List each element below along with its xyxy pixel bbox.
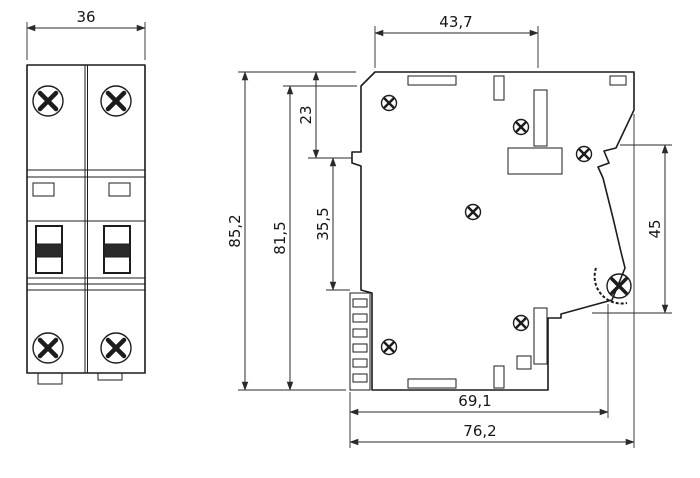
toggle-lever-left: [35, 225, 63, 274]
dim-label-front-width: 36: [76, 8, 95, 26]
terminal-screw-top-left: [32, 85, 64, 117]
dim-rail-offset-top: 23: [297, 71, 352, 159]
dim-label-rail-span: 35,5: [314, 207, 332, 240]
side-window: [507, 147, 563, 175]
dim-front-width: 36: [26, 8, 146, 60]
terminal-screw-top-right: [100, 85, 132, 117]
front-body-seams: [27, 169, 145, 291]
rear-terminal-screw: [593, 267, 632, 305]
bottom-vent-slot: [407, 378, 457, 389]
terminal-screw-bottom-right: [100, 332, 132, 364]
dim-depth-total: 76,2: [349, 114, 635, 448]
top-vent-slot: [407, 75, 457, 86]
din-tabs: [37, 373, 123, 385]
dim-label-height-total: 85,2: [226, 214, 244, 247]
dim-height-body: 81,5: [271, 85, 357, 391]
bottom-narrow-slot: [493, 365, 505, 389]
dim-back-height: 45: [592, 144, 672, 314]
dim-label-back-height: 45: [646, 219, 664, 238]
top-right-slot: [609, 75, 627, 86]
side-body-outline: [351, 71, 635, 391]
toggle-lever-right: [103, 225, 131, 274]
din-clip-ladder: [349, 292, 371, 391]
front-view: [26, 64, 146, 385]
dim-rail-span: 35,5: [314, 157, 350, 291]
side-view: [349, 71, 635, 391]
bottom-right-square: [516, 355, 532, 370]
label-window-left: [32, 182, 55, 197]
dim-label-depth-terminal: 69,1: [458, 392, 491, 410]
terminal-screw-bottom-left: [32, 332, 64, 364]
dim-label-top-depth: 43,7: [439, 13, 472, 31]
dim-label-depth-total: 76,2: [463, 422, 496, 440]
housing-rivets: [380, 94, 593, 356]
side-slot-lower: [533, 307, 548, 365]
label-window-right: [108, 182, 131, 197]
dim-label-height-body: 81,5: [271, 221, 289, 254]
dim-side-top-depth: 43,7: [374, 13, 539, 68]
front-body-outline: [26, 64, 146, 374]
side-slot-upper: [533, 89, 548, 147]
dim-height-total: 85,2: [226, 71, 356, 391]
dim-depth-terminal: 69,1: [349, 304, 609, 418]
top-narrow-slot: [493, 75, 505, 101]
dim-label-rail-offset-top: 23: [297, 105, 315, 124]
